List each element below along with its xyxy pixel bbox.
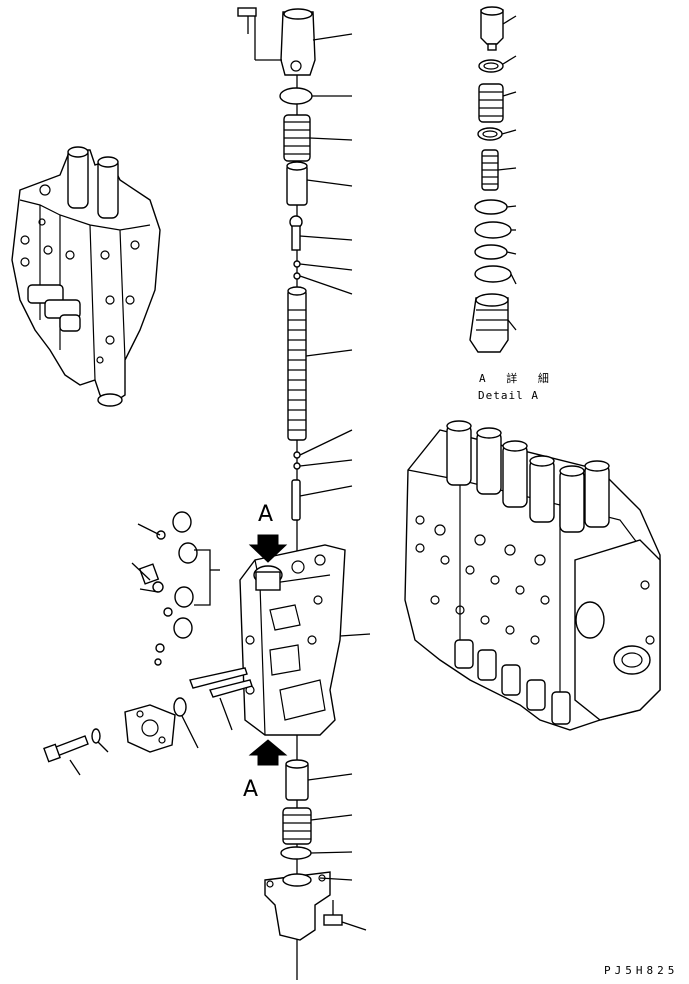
valve-assembly-overview-left [11,146,161,407]
spring-1 [283,114,311,162]
detail-a-stack [469,6,512,353]
spring-2 [282,807,312,845]
drawing-code: PJ5H825 [604,964,679,977]
detail-title-japanese: A 詳 細 [479,372,556,385]
center-exploded-stack [237,7,346,980]
leader-lines [299,15,517,931]
spool-caps [446,420,610,533]
valve-section-block [239,544,346,736]
port-holes [415,515,550,645]
detail-title-english: Detail A [478,389,539,402]
arrow-label-bottom: A [243,777,259,802]
left-small-parts [43,511,253,776]
valve-assembly-main-right [404,420,661,731]
arrow-label-top: A [258,502,274,527]
spool [287,286,307,441]
